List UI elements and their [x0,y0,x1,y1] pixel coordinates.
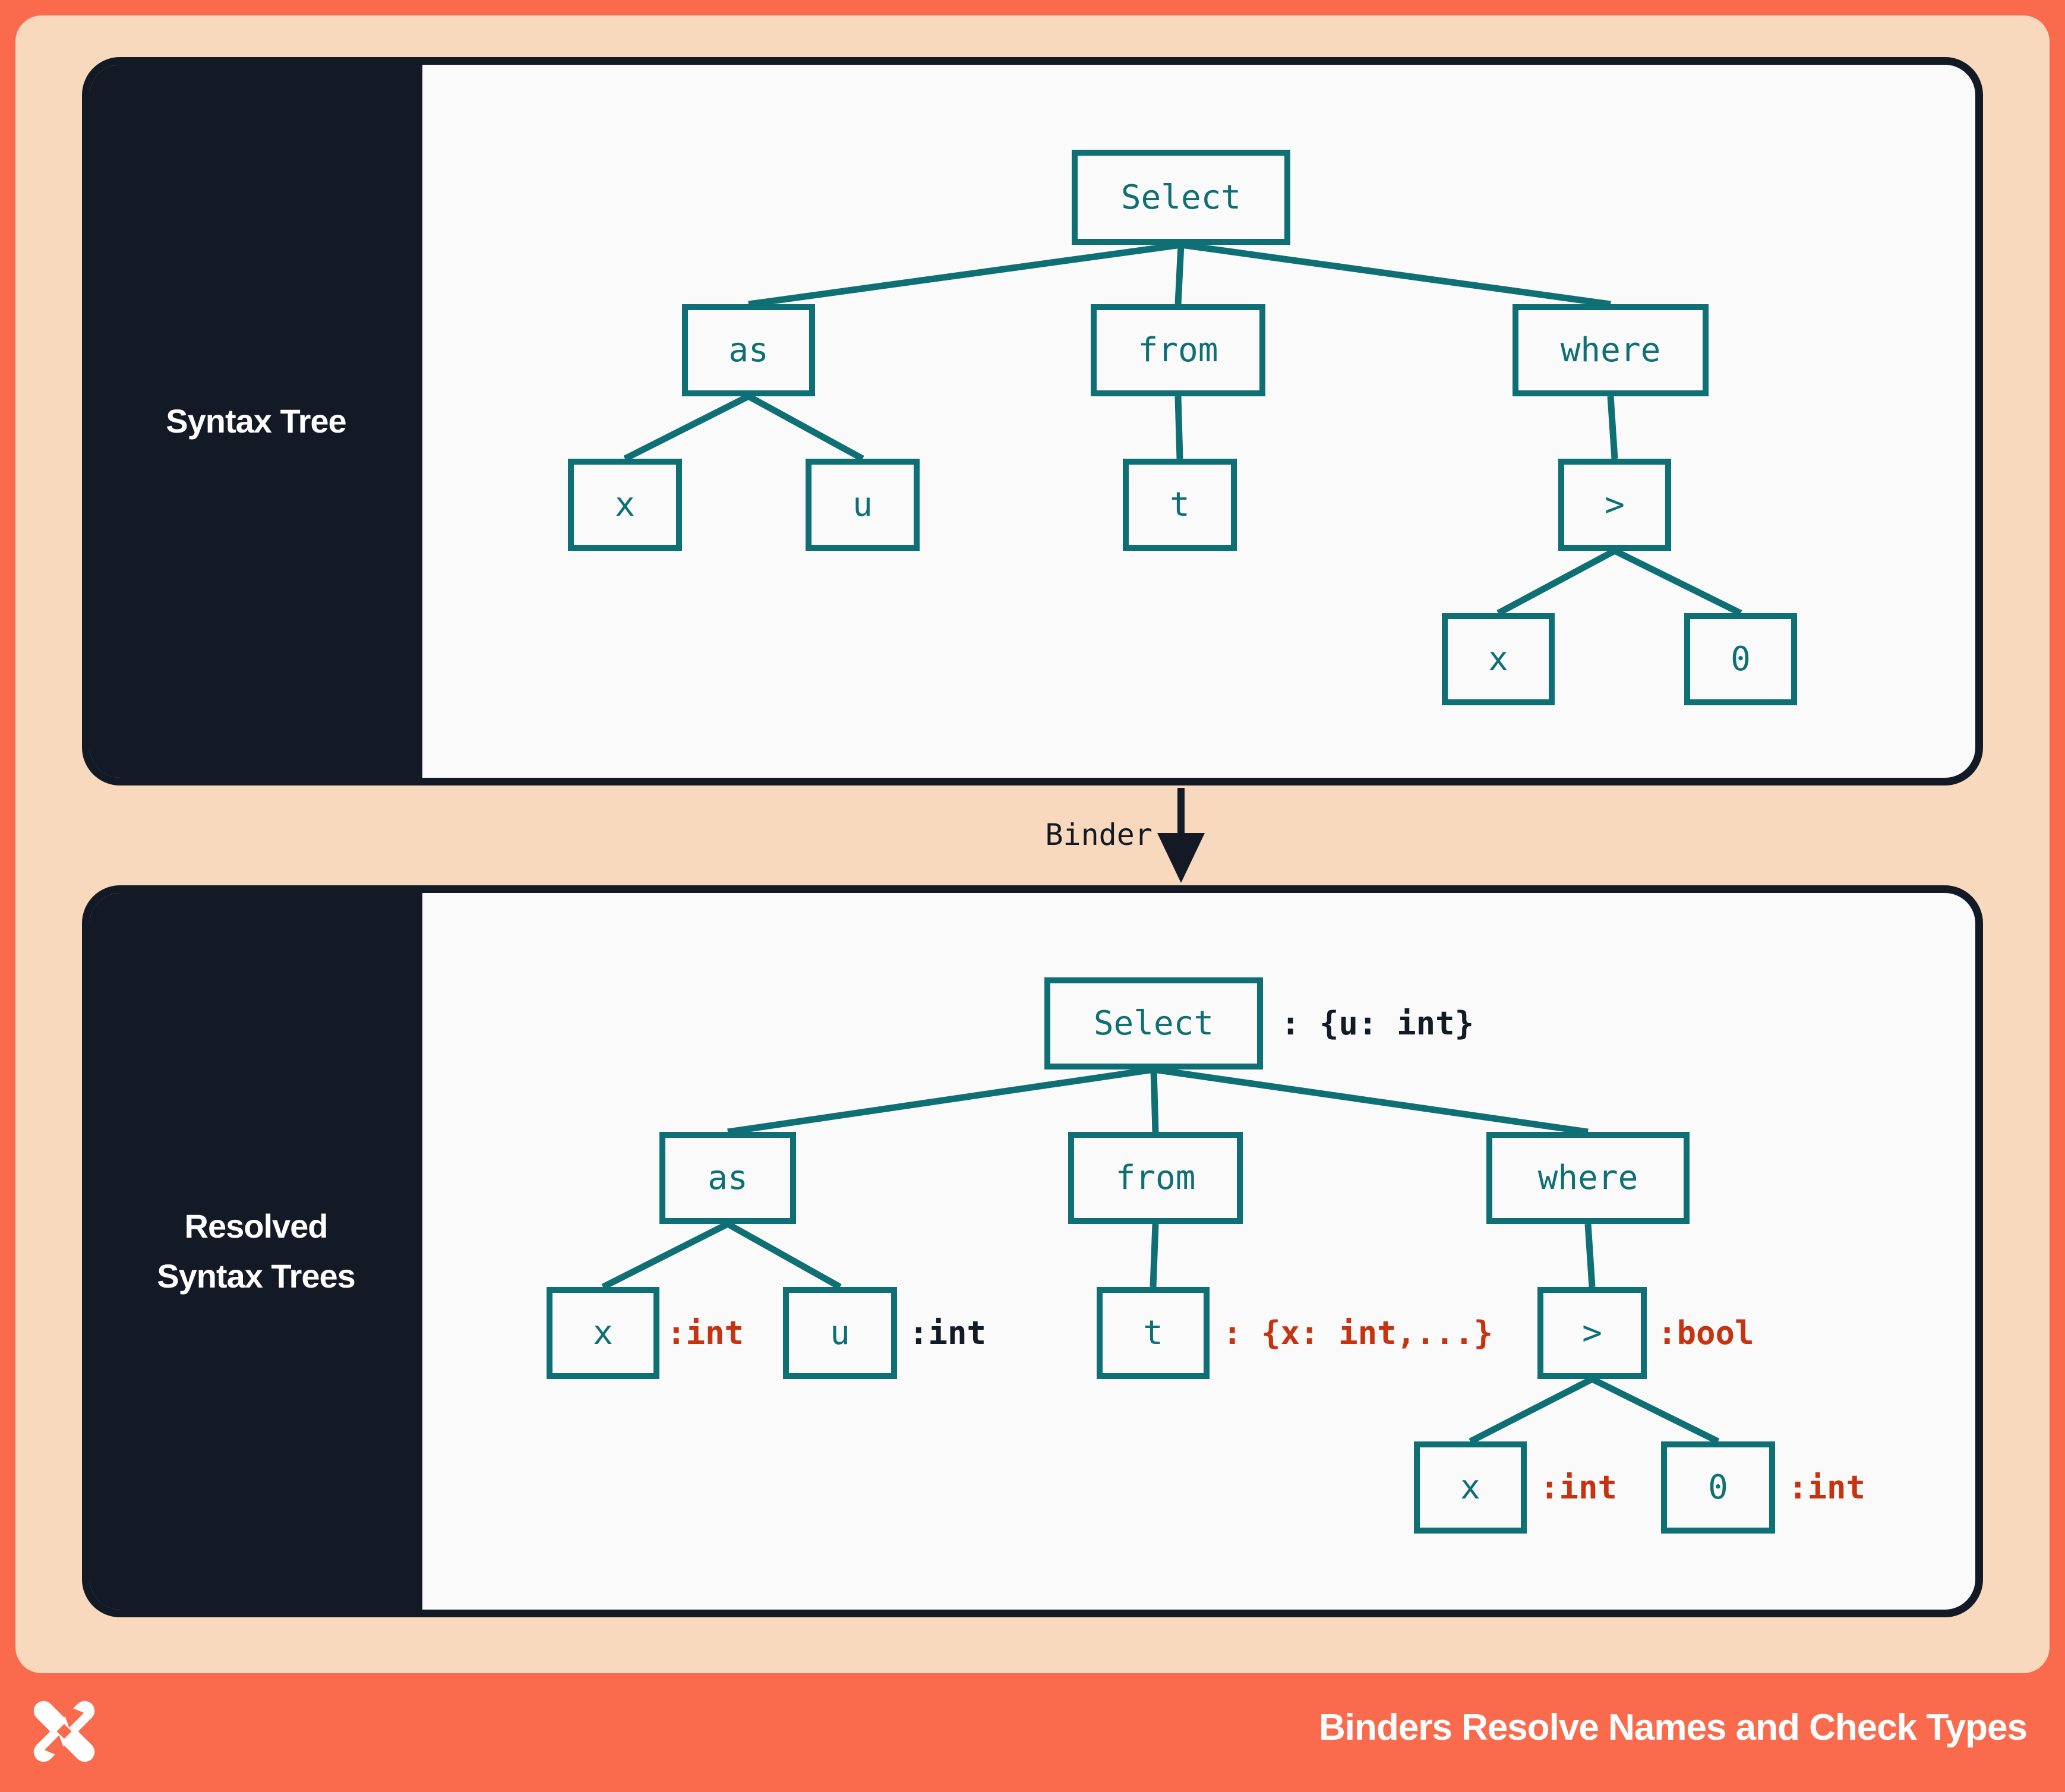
top-tree-node-u: u [806,459,920,551]
node-label: x [1460,1468,1480,1507]
node-label: > [1582,1314,1602,1352]
node-label: where [1537,1159,1638,1197]
bottom-tree-node-as: as [659,1132,796,1224]
node-label: t [1143,1314,1163,1352]
bottom-tree-node-t: t [1097,1287,1210,1379]
top-tree-node-x: x [568,459,682,551]
x-pinwheel-logo [33,1700,95,1762]
footer-title: Binders Resolve Names and Check Types [1318,1707,2028,1748]
bottom-tree-node-select: Select [1044,977,1263,1069]
bottom-tree-node-u: u [783,1287,897,1379]
resolved-syntax-trees-panel-sidebar: Resolved Syntax Trees [90,893,422,1610]
type-annotation-zero: :int [1788,1469,1866,1506]
type-annotation-t: : {x: int,...} [1223,1314,1494,1352]
node-label: x [593,1314,613,1352]
type-annotation-gt: :bool [1657,1314,1754,1352]
top-tree-node-where: where [1513,304,1709,396]
node-label: Select [1120,178,1242,217]
bottom-tree-node-x: x [547,1287,659,1379]
node-label: from [1138,331,1218,370]
top-tree-node-gt: > [1558,459,1671,551]
node-label: from [1115,1159,1196,1197]
top-tree-node-x-leaf: x [1442,613,1555,705]
node-label: t [1170,485,1190,524]
node-label: u [852,485,873,524]
top-tree-node-t: t [1123,459,1237,551]
binder-label: Binder [1045,818,1153,852]
top-tree-node-from: from [1091,304,1265,396]
resolved-panel-title-line1: Resolved [184,1207,329,1245]
node-label: Select [1093,1004,1214,1043]
type-annotation-u: :int [909,1314,987,1352]
bottom-tree-node-where: where [1486,1132,1690,1224]
node-label: x [615,485,635,524]
node-label: as [728,331,769,370]
node-label: as [708,1159,748,1197]
node-label: 0 [1708,1468,1728,1507]
node-label: > [1605,485,1625,524]
bottom-tree-node-x-leaf: x [1414,1441,1527,1534]
top-tree-node-zero: 0 [1684,613,1797,705]
syntax-tree-panel-title: Syntax Tree [166,402,346,440]
node-label: x [1488,640,1508,679]
bottom-tree-node-gt: > [1537,1287,1647,1379]
type-annotation-x: :int [667,1314,744,1352]
node-label: u [830,1314,850,1352]
node-label: where [1560,331,1661,370]
type-annotation-x-leaf: :int [1540,1469,1618,1506]
top-tree-node-select: Select [1072,150,1290,245]
resolved-panel-title-line2: Syntax Trees [157,1257,356,1295]
syntax-tree-panel-sidebar: Syntax Tree [90,65,422,778]
node-label: 0 [1731,640,1751,679]
type-annotation-select: : {u: int} [1281,1005,1474,1042]
syntax-tree-panel: Syntax Tree [82,57,1983,785]
bottom-tree-node-zero: 0 [1661,1441,1775,1534]
bottom-tree-node-from: from [1068,1132,1243,1224]
top-tree-node-as: as [682,304,815,396]
